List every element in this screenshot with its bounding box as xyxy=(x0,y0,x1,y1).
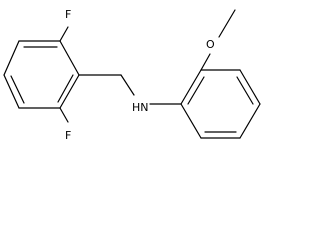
bond-c-f-bottom xyxy=(59,107,69,123)
methoxyphenyl-ring xyxy=(180,69,261,139)
bond-ring-b3 xyxy=(239,69,261,105)
bond-ring-a5 xyxy=(59,74,80,109)
bond-ring-a3 xyxy=(3,74,20,109)
oxygen-label: O xyxy=(206,38,215,51)
bond-ring-b6 xyxy=(180,103,202,139)
fluorine-top-label: F xyxy=(65,8,71,21)
bond-ring-b4 xyxy=(239,103,261,139)
bond-ring-b-double-2 xyxy=(236,76,254,105)
structure-canvas: F F HN O xyxy=(3,8,261,142)
amine-label: HN xyxy=(132,101,149,114)
bond-c-f-top xyxy=(59,26,69,42)
bond-ring-a2 xyxy=(3,40,20,76)
bond-o-methyl xyxy=(218,9,236,38)
bond-ring-o xyxy=(200,53,211,71)
bond-ring-b1 xyxy=(180,69,202,105)
difluorophenyl-ring xyxy=(3,40,80,109)
bond-ring-a-double-2 xyxy=(10,75,25,104)
bond-ch2-n xyxy=(120,74,135,96)
molecule-drawing: F F HN O xyxy=(3,8,261,142)
bond-ring-b-double-1 xyxy=(187,76,205,105)
bond-ring-a6 xyxy=(59,40,80,76)
bond-ring-a-double-3 xyxy=(57,74,74,103)
fluorine-bottom-label: F xyxy=(65,129,71,142)
